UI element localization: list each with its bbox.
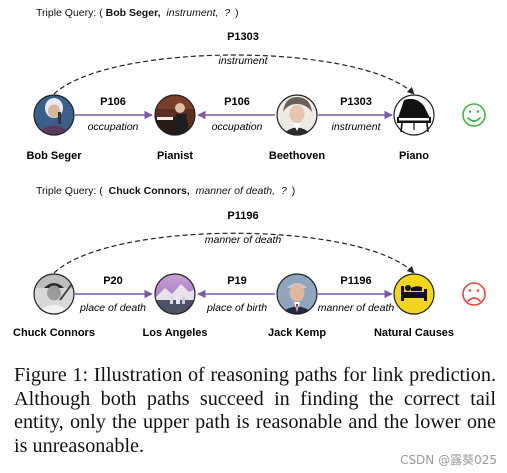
path1-entity-3-label: Beethoven — [269, 150, 326, 162]
path2-query-tail: ? — [281, 185, 287, 197]
path2-shortcut-label: manner of death — [205, 234, 282, 246]
entity-jack-kemp-image — [276, 273, 318, 315]
svg-text:Triple Query: ( Chuck Co: Triple Query: ( Chuck Connors, manner of… — [36, 185, 295, 197]
path2-query: Triple Query: ( Chuck Connors, manner of… — [36, 185, 295, 197]
path2-query-relation: manner of death, — [196, 185, 275, 197]
path2-edge-3-label: manner of death — [318, 302, 395, 314]
path2-query-suffix: ) — [292, 185, 296, 197]
path2-shortcut-pid: P1196 — [227, 210, 258, 222]
entity-bob-seger-image — [33, 94, 75, 136]
path1-query-tail: ? — [224, 7, 230, 19]
frowny-face-icon — [462, 282, 486, 306]
path1-shortcut-arc — [53, 54, 415, 95]
path1-edge-3-pid: P1303 — [340, 96, 372, 108]
entity-natural-causes-image — [393, 273, 435, 315]
path1-entity-1-label: Bob Seger — [26, 150, 82, 162]
path2-query-head: Chuck Connors, — [109, 185, 190, 197]
path1-query-head: Bob Seger, — [106, 7, 161, 19]
path2-edge-3-pid: P1196 — [340, 275, 371, 287]
entity-pianist-image — [154, 94, 196, 136]
path1-entity-4-label: Piano — [399, 150, 429, 162]
path1-query-suffix: ) — [235, 7, 239, 19]
path1-query-prefix: Triple Query: ( — [36, 7, 103, 19]
path2-edge-1-label: place of death — [79, 302, 146, 314]
path2-edge-2-pid: P19 — [227, 275, 247, 287]
path1-entity-2-label: Pianist — [157, 150, 193, 162]
path1-edge-1-pid: P106 — [100, 96, 126, 108]
entity-beethoven-image — [276, 94, 318, 136]
path2-entity-3-label: Jack Kemp — [268, 327, 326, 339]
path2-edge-2-label: place of birth — [206, 302, 267, 314]
path1-shortcut-label: instrument — [218, 55, 268, 67]
path2-query-prefix: Triple Query: ( — [36, 185, 103, 197]
entity-chuck-connors-image — [33, 273, 75, 315]
path1-edge-2-label: occupation — [212, 121, 263, 133]
watermark: CSDN @露葵025 — [398, 451, 499, 468]
path2-entity-2-label: Los Angeles — [143, 327, 208, 339]
path2-shortcut-arc — [53, 232, 415, 274]
path1-edge-2-pid: P106 — [224, 96, 250, 108]
svg-text:Triple Query: ( Bob Sege: Triple Query: ( Bob Seger, instrument, ?… — [36, 7, 239, 19]
smiley-face-icon — [462, 103, 486, 127]
path1-query: Triple Query: ( Bob Seger, instrument, ?… — [36, 7, 239, 19]
path1-edge-3-label: instrument — [331, 121, 381, 133]
path1-shortcut-pid: P1303 — [227, 31, 259, 43]
entity-piano-image — [393, 94, 435, 136]
figure-caption: Figure 1: Illustration of reasoning path… — [14, 364, 496, 457]
path2-edge-1-pid: P20 — [103, 275, 123, 287]
path2-entity-4-label: Natural Causes — [374, 327, 454, 339]
entity-los-angeles-image — [154, 273, 196, 315]
path1-query-relation: instrument, — [166, 7, 218, 19]
path1-edge-1-label: occupation — [88, 121, 139, 133]
path2-entity-1-label: Chuck Connors — [13, 327, 95, 339]
